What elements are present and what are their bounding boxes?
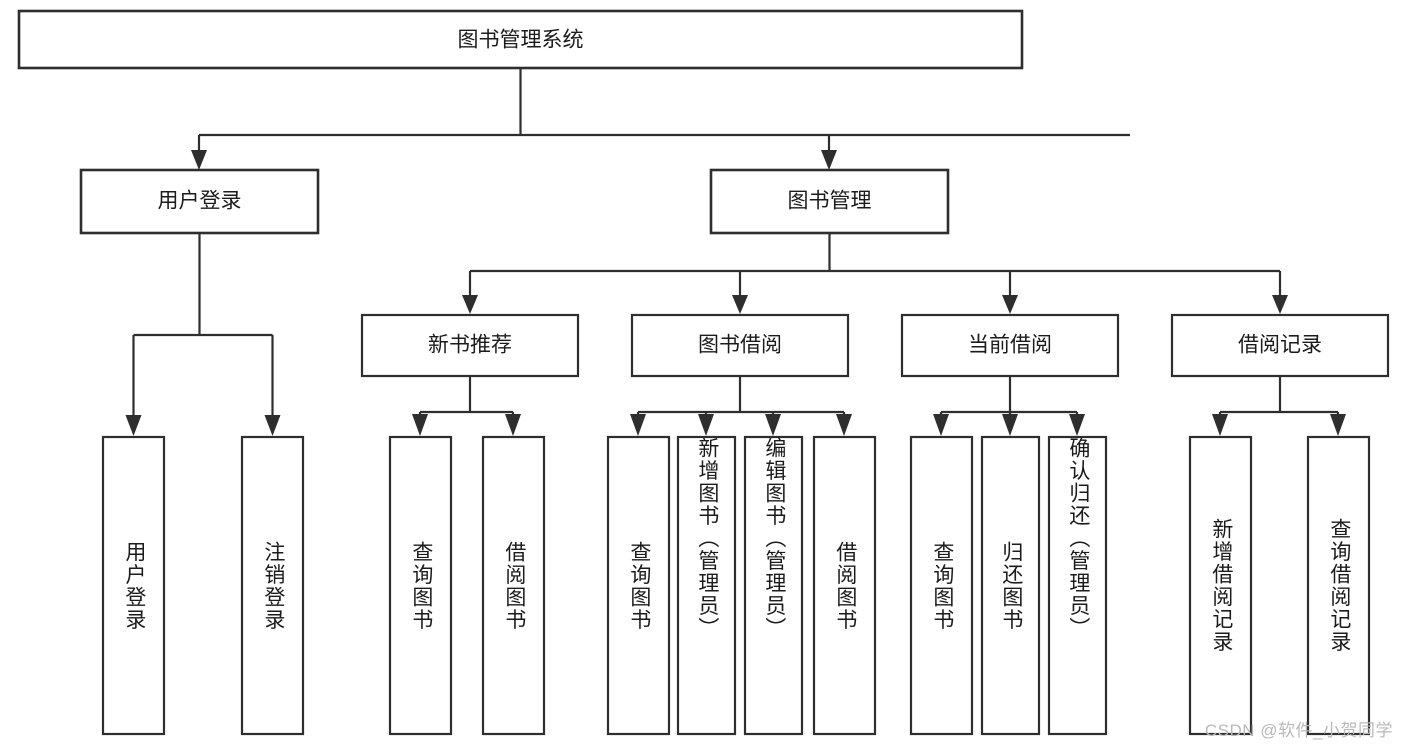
- user-login-label: 用户登录: [158, 190, 242, 213]
- leaf-box-borrow-borrow-book[interactable]: [812, 435, 877, 736]
- leaf-box-records-add[interactable]: [1188, 435, 1253, 736]
- leaf-box-user-login[interactable]: [101, 435, 166, 736]
- connector-user-login-children: [125, 233, 281, 436]
- book-management-label: 图书管理: [788, 190, 872, 213]
- node-borrow-records[interactable]: 借阅记录: [1170, 313, 1390, 378]
- connector-borrow-records-children: [1212, 376, 1346, 436]
- node-user-login[interactable]: 用户登录: [79, 168, 320, 235]
- borrow-records-label: 借阅记录: [1238, 334, 1322, 357]
- leaf-box-borrow-add-book[interactable]: [676, 435, 737, 736]
- book-borrow-label: 图书借阅: [698, 334, 782, 357]
- leaf-box-records-query[interactable]: [1306, 435, 1371, 736]
- user-login-box[interactable]: [79, 168, 320, 235]
- connector-new-book-recommend-children: [412, 376, 521, 436]
- connector-root-to-level2: [191, 68, 1130, 170]
- leaf-box-recommend-query-book[interactable]: [388, 435, 453, 736]
- csdn-watermark: CSDN @软件_小贺同学: [1204, 721, 1393, 740]
- connector-book-management-children: [462, 233, 1288, 314]
- leaf-box-recommend-borrow-book[interactable]: [481, 435, 546, 736]
- current-borrow-label: 当前借阅: [968, 334, 1052, 357]
- node-book-management[interactable]: 图书管理: [709, 168, 950, 235]
- leaf-box-current-confirm-return[interactable]: [1047, 435, 1108, 736]
- root-label: 图书管理系统: [458, 29, 584, 52]
- connector-current-borrow-children: [933, 376, 1085, 436]
- leaf-box-borrow-edit-book[interactable]: [743, 435, 804, 736]
- node-current-borrow[interactable]: 当前借阅: [900, 313, 1120, 378]
- root-box[interactable]: [17, 9, 1024, 70]
- leaf-box-borrow-query-book[interactable]: [606, 435, 671, 736]
- current-borrow-box[interactable]: [900, 313, 1120, 378]
- new-book-recommend-label: 新书推荐: [428, 334, 512, 357]
- node-new-book-recommend[interactable]: 新书推荐: [360, 313, 580, 378]
- leaf-box-current-query-book[interactable]: [909, 435, 974, 736]
- node-book-borrow[interactable]: 图书借阅: [630, 313, 850, 378]
- new-book-recommend-box[interactable]: [360, 313, 580, 378]
- connector-book-borrow-children: [630, 376, 852, 436]
- leaf-box-user-logout[interactable]: [240, 435, 305, 736]
- leaf-box-current-return-book[interactable]: [980, 435, 1041, 736]
- node-root[interactable]: 图书管理系统: [17, 9, 1024, 70]
